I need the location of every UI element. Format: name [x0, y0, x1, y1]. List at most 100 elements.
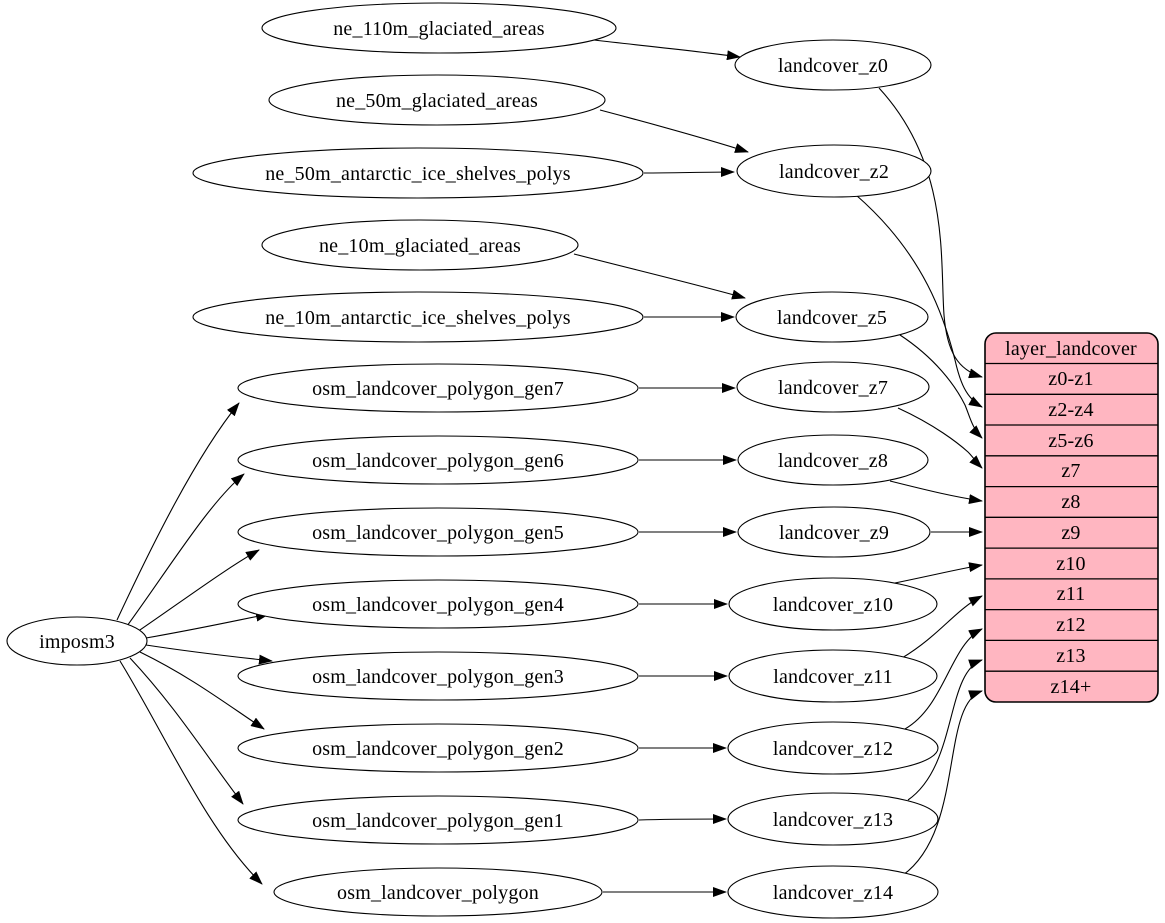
table-title: layer_landcover: [1005, 338, 1137, 360]
node-landcover-z5: landcover_z5: [735, 291, 929, 343]
edge-imposm3-polygon: [119, 660, 263, 885]
table-row-z13: z13: [1056, 645, 1085, 667]
node-ne-110m-glaciated-areas-shape: [261, 2, 617, 54]
table-row-z10: z10: [1056, 553, 1085, 575]
node-landcover-z13: landcover_z13: [727, 792, 939, 846]
node-osm-landcover-polygon-gen6: osm_landcover_polygon_gen6: [237, 435, 639, 485]
node-ne-50m-glaciated-areas-shape: [268, 74, 606, 126]
edge-ne110m-z0: [593, 39, 741, 61]
node-ne-50m-antarctic-ice-shelves-polys: ne_50m_antarctic_ice_shelves_polys: [192, 147, 644, 199]
node-ne-10m-antarctic-ice-shelves-polys-label: ne_10m_antarctic_ice_shelves_polys: [265, 307, 571, 329]
edge-imposm3-gen7: [116, 402, 240, 621]
edge-imposm3-gen1: [129, 657, 244, 805]
node-osm-landcover-polygon-label: osm_landcover_polygon: [337, 882, 539, 904]
node-landcover-z14: landcover_z14: [727, 865, 939, 919]
node-ne-10m-glaciated-areas-label: ne_10m_glaciated_areas: [319, 235, 521, 257]
node-landcover-z0-shape: [734, 39, 932, 91]
edge-z2-row: [855, 194, 983, 408]
node-osm-landcover-polygon-gen6-shape: [237, 435, 639, 485]
table-row-z14plus: z14+: [1051, 676, 1092, 698]
node-osm-landcover-polygon: osm_landcover_polygon: [273, 867, 603, 917]
node-ne-10m-antarctic-ice-shelves-polys: ne_10m_antarctic_ice_shelves_polys: [192, 291, 644, 343]
node-osm-landcover-polygon-gen1: osm_landcover_polygon_gen1: [237, 795, 639, 845]
node-ne-10m-antarctic-ice-shelves-polys-shape: [192, 291, 644, 343]
node-osm-landcover-polygon-gen7-shape: [237, 363, 639, 413]
node-landcover-z11: landcover_z11: [728, 649, 938, 703]
node-landcover-z2: landcover_z2: [736, 144, 932, 198]
edge-z7-row: [897, 407, 983, 469]
node-osm-landcover-polygon-gen4-shape: [237, 579, 639, 629]
node-landcover-z0-label: landcover_z0: [778, 55, 888, 77]
node-landcover-z12-label: landcover_z12: [773, 738, 893, 760]
node-landcover-z2-label: landcover_z2: [779, 161, 889, 183]
edge-gen1-z13: [638, 814, 727, 825]
node-landcover-z5-label: landcover_z5: [777, 307, 887, 329]
edge-z12-row: [904, 628, 983, 730]
node-osm-landcover-polygon-gen2: osm_landcover_polygon_gen2: [237, 723, 639, 773]
node-layer: imposm3 ne_110m_glaciated_areas ne_50m_g…: [6, 2, 939, 919]
node-ne-10m-glaciated-areas: ne_10m_glaciated_areas: [261, 219, 579, 271]
node-ne-110m-glaciated-areas-label: ne_110m_glaciated_areas: [333, 18, 545, 40]
node-ne-10m-glaciated-areas-shape: [261, 219, 579, 271]
edge-imposm3-gen2: [139, 651, 265, 730]
table-row-z0-z1: z0-z1: [1048, 368, 1093, 390]
node-landcover-z14-shape: [727, 865, 939, 919]
node-landcover-z9-label: landcover_z9: [779, 522, 889, 544]
node-landcover-z10-label: landcover_z10: [773, 594, 893, 616]
node-imposm3-shape: [6, 616, 148, 666]
edge-ne50m-antarctic-z2: [643, 167, 735, 178]
edge-imposm3-gen6: [126, 473, 245, 627]
node-osm-landcover-polygon-gen1-label: osm_landcover_polygon_gen1: [312, 810, 564, 832]
edge-z5-row: [899, 334, 983, 439]
node-osm-landcover-polygon-gen3: osm_landcover_polygon_gen3: [237, 651, 639, 701]
edge-z13-row: [907, 659, 983, 801]
table-row-z11: z11: [1057, 583, 1086, 605]
edge-imposm3-gen3: [145, 644, 273, 665]
table-row-z2-z4: z2-z4: [1048, 399, 1093, 421]
table-row-z12: z12: [1056, 614, 1085, 636]
node-landcover-z0: landcover_z0: [734, 39, 932, 91]
node-ne-50m-antarctic-ice-shelves-polys-shape: [192, 147, 644, 199]
node-osm-landcover-polygon-gen7: osm_landcover_polygon_gen7: [237, 363, 639, 413]
edge-z14-row: [902, 690, 983, 876]
node-landcover-z9: landcover_z9: [737, 506, 931, 558]
node-osm-landcover-polygon-gen5-shape: [237, 507, 639, 557]
node-ne-50m-glaciated-areas-label: ne_50m_glaciated_areas: [336, 90, 538, 112]
node-landcover-z11-shape: [728, 649, 938, 703]
node-landcover-z13-label: landcover_z13: [773, 809, 893, 831]
node-osm-landcover-polygon-gen3-label: osm_landcover_polygon_gen3: [312, 666, 564, 688]
edge-z10-row: [884, 562, 983, 586]
node-osm-landcover-polygon-gen5: osm_landcover_polygon_gen5: [237, 507, 639, 557]
node-ne-50m-antarctic-ice-shelves-polys-label: ne_50m_antarctic_ice_shelves_polys: [265, 163, 571, 185]
edge-z11-row: [901, 595, 983, 659]
node-osm-landcover-polygon-gen1-shape: [237, 795, 639, 845]
edge-imposm3-gen5: [136, 549, 260, 633]
edge-layer: [116, 39, 983, 897]
node-landcover-z7: landcover_z7: [736, 361, 930, 413]
node-ne-50m-glaciated-areas: ne_50m_glaciated_areas: [268, 74, 606, 126]
node-osm-landcover-polygon-gen2-shape: [237, 723, 639, 773]
edge-z8-row: [889, 480, 983, 505]
node-landcover-z11-label: landcover_z11: [773, 666, 893, 688]
table-layer-landcover: layer_landcover z0-z1 z2-z4 z5-z6 z7 z8 …: [984, 332, 1159, 703]
node-imposm3: imposm3: [6, 616, 148, 666]
node-landcover-z14-label: landcover_z14: [773, 882, 893, 904]
node-landcover-z13-shape: [727, 792, 939, 846]
table-row-z8: z8: [1061, 491, 1080, 513]
node-landcover-z7-shape: [736, 361, 930, 413]
edge-imposm3-gen4: [145, 611, 270, 639]
node-osm-landcover-polygon-gen6-label: osm_landcover_polygon_gen6: [312, 450, 564, 472]
node-osm-landcover-polygon-gen5-label: osm_landcover_polygon_gen5: [312, 522, 564, 544]
node-landcover-z7-label: landcover_z7: [778, 377, 888, 399]
edge-ne50m-glaciated-z2: [599, 109, 749, 153]
node-ne-110m-glaciated-areas: ne_110m_glaciated_areas: [261, 2, 617, 54]
table-row-z9: z9: [1061, 522, 1080, 544]
node-landcover-z10-shape: [728, 577, 938, 631]
edge-z0-row: [878, 87, 983, 379]
node-osm-landcover-polygon-gen2-label: osm_landcover_polygon_gen2: [312, 738, 564, 760]
node-landcover-z9-shape: [737, 506, 931, 558]
table-row-z7: z7: [1061, 460, 1080, 482]
node-landcover-z8-label: landcover_z8: [778, 450, 888, 472]
node-osm-landcover-polygon-gen4-label: osm_landcover_polygon_gen4: [312, 594, 564, 616]
